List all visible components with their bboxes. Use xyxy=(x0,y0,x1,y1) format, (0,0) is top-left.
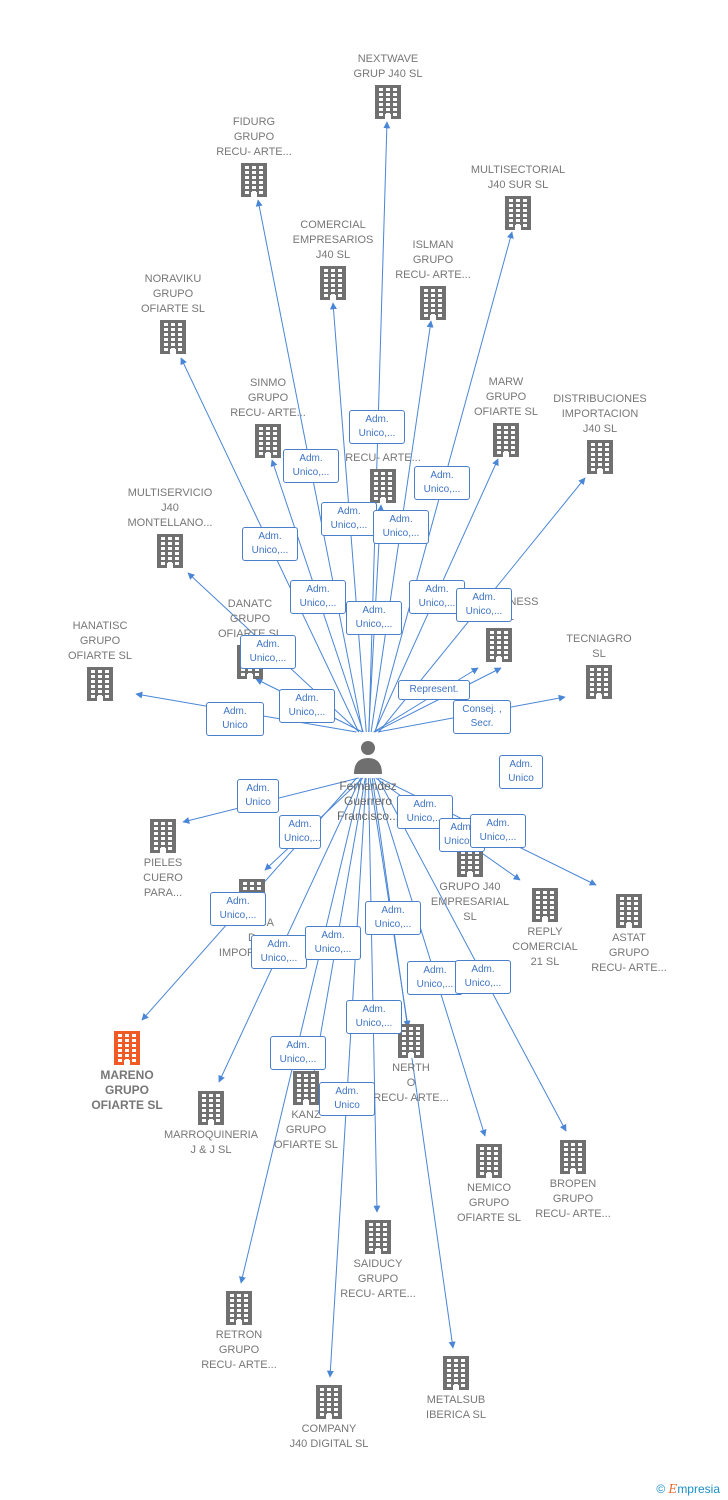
role-label[interactable]: Adm. Unico,... xyxy=(414,466,470,500)
role-label[interactable]: Adm. Unico,... xyxy=(270,1036,326,1070)
role-label[interactable]: Adm. Unico,... xyxy=(346,601,402,635)
company-label-mareno[interactable]: MARENO GRUPO OFIARTE SL xyxy=(91,1068,163,1112)
company-label-sinmo[interactable]: SINMO GRUPO RECU- ARTE... xyxy=(230,377,306,419)
building-icon-marroquineria[interactable] xyxy=(198,1091,224,1125)
role-label[interactable]: Adm. Unico,... xyxy=(346,1000,402,1034)
building-icon-multiservicio[interactable] xyxy=(157,534,183,568)
company-label-noraviku[interactable]: NORAVIKU GRUPO OFIARTE SL xyxy=(141,273,205,315)
role-label[interactable]: Adm. Unico,... xyxy=(365,901,421,935)
company-label-nextwave[interactable]: NEXTWAVE GRUP J40 SL xyxy=(353,53,423,80)
building-icon-nextwave[interactable] xyxy=(375,85,401,119)
company-label-tecniagro[interactable]: TECNIAGRO SL xyxy=(566,633,632,660)
company-label-multiservicio[interactable]: MULTISERVICIO J40 MONTELLANO... xyxy=(127,487,213,529)
building-icon-reply[interactable] xyxy=(532,888,558,922)
company-label-kanz[interactable]: KANZ GRUPO OFIARTE SL xyxy=(274,1109,338,1151)
company-label-multisectorial[interactable]: MULTISECTORIAL J40 SUR SL xyxy=(470,164,566,191)
edge-marroquineria xyxy=(218,777,362,1083)
edge-company xyxy=(326,777,367,1378)
role-label[interactable]: Adm. Unico,... xyxy=(407,961,463,995)
company-label-saiducy[interactable]: SAIDUCY GRUPO RECU- ARTE... xyxy=(340,1258,416,1300)
building-icon-tecniagro[interactable] xyxy=(586,665,612,699)
company-label-nerth[interactable]: NERTH O RECU- ARTE... xyxy=(373,1062,449,1104)
role-label[interactable]: Adm. Unico,... xyxy=(290,580,346,614)
company-label-comercial[interactable]: COMERCIAL EMPRESARIOS J40 SL xyxy=(292,219,374,261)
building-icon-fidurg[interactable] xyxy=(241,163,267,197)
role-label[interactable]: Adm. Unico,... xyxy=(251,935,307,969)
role-label[interactable]: Adm. Unico,... xyxy=(283,449,339,483)
edge-saiducy xyxy=(367,777,381,1213)
company-label-marroquineria[interactable]: MARROQUINERIA J & J SL xyxy=(163,1129,259,1156)
role-label[interactable]: Adm. Unico xyxy=(319,1082,375,1116)
role-label[interactable]: Adm. Unico,... xyxy=(279,815,321,849)
role-label[interactable]: Adm. Unico,... xyxy=(321,502,377,536)
company-label-reply[interactable]: REPLY COMERCIAL 21 SL xyxy=(512,926,578,968)
role-label[interactable]: Adm. Unico,... xyxy=(455,960,511,994)
company-label-bropen[interactable]: BROPEN GRUPO RECU- ARTE... xyxy=(535,1178,611,1220)
company-label-metalsub[interactable]: METALSUB IBERICA SL xyxy=(426,1394,486,1421)
role-label[interactable]: Adm. Unico,... xyxy=(397,795,453,829)
company-label-company[interactable]: COMPANY J40 DIGITAL SL xyxy=(289,1423,369,1450)
company-label-pieles[interactable]: PIELES CUERO PARA... xyxy=(143,857,183,899)
building-icon-hanatisc[interactable] xyxy=(87,667,113,701)
building-icon-company[interactable] xyxy=(316,1385,342,1419)
company-label-grupoj40[interactable]: GRUPO J40 EMPRESARIAL SL xyxy=(430,881,510,923)
edge-nemico xyxy=(373,777,487,1137)
company-label-hanatisc[interactable]: HANATISC GRUPO OFIARTE SL xyxy=(68,620,132,662)
role-label[interactable]: Adm. Unico,... xyxy=(373,510,429,544)
edge-bropen xyxy=(377,777,567,1132)
edge-reply xyxy=(374,667,502,733)
person-icon[interactable] xyxy=(354,741,382,774)
building-icon-comercial[interactable] xyxy=(320,266,346,300)
company-label-danatc[interactable]: DANATC GRUPO OFIARTE SL xyxy=(218,598,282,640)
brand-initial: E xyxy=(668,1482,678,1496)
company-label-distribuciones[interactable]: DISTRIBUCIONES IMPORTACION J40 SL xyxy=(553,393,647,435)
role-label[interactable]: Adm. Unico xyxy=(237,779,279,813)
role-label[interactable]: Adm. Unico,... xyxy=(279,689,335,723)
building-icon-noraviku[interactable] xyxy=(160,320,186,354)
building-icon-mareno[interactable] xyxy=(114,1031,140,1065)
company-label-fidurg[interactable]: FIDURG GRUPO RECU- ARTE... xyxy=(216,116,292,158)
building-icon-marw[interactable] xyxy=(493,423,519,457)
building-icon-kanz[interactable] xyxy=(293,1071,319,1105)
building-icon-recuarte[interactable] xyxy=(370,469,396,503)
building-icon-bropen[interactable] xyxy=(560,1140,586,1174)
company-label-islman[interactable]: ISLMAN GRUPO RECU- ARTE... xyxy=(395,239,471,281)
building-icon-multisectorial[interactable] xyxy=(505,196,531,230)
role-label[interactable]: Represent. xyxy=(398,680,470,700)
building-icon-islman[interactable] xyxy=(420,286,446,320)
building-icon-pieles[interactable] xyxy=(150,819,176,853)
building-icon-sinmo[interactable] xyxy=(255,424,281,458)
building-icon-saiducy[interactable] xyxy=(365,1220,391,1254)
edge-metalsub xyxy=(371,777,456,1349)
role-label[interactable]: Adm. Unico xyxy=(499,755,543,789)
building-icon-distribuciones[interactable] xyxy=(587,440,613,474)
role-label[interactable]: Adm. Unico,... xyxy=(456,588,512,622)
person-name[interactable]: Fernandez Guerrero Francisco... xyxy=(336,779,399,823)
footer-brand[interactable]: © Empresia xyxy=(656,1482,720,1496)
building-icon-astat[interactable] xyxy=(616,894,642,928)
role-label[interactable]: Adm. Unico,... xyxy=(470,814,526,848)
company-label-nemico[interactable]: NEMICO GRUPO OFIARTE SL xyxy=(457,1182,521,1224)
company-label-astat[interactable]: ASTAT GRUPO RECU- ARTE... xyxy=(591,932,667,974)
role-label[interactable]: Adm. Unico,... xyxy=(349,410,405,444)
building-icon-nemico[interactable] xyxy=(476,1144,502,1178)
edge-techbusiness xyxy=(373,667,479,733)
role-label[interactable]: Adm. Unico,... xyxy=(240,635,296,669)
copyright-symbol: © xyxy=(656,1482,666,1496)
brand-name: mpresia xyxy=(677,1482,720,1496)
building-icon-metalsub[interactable] xyxy=(443,1356,469,1390)
company-label-recuarte[interactable]: RECU- ARTE... xyxy=(345,452,421,464)
building-icon-techbusiness[interactable] xyxy=(486,628,512,662)
building-icon-retron[interactable] xyxy=(226,1291,252,1325)
role-label[interactable]: Adm. Unico xyxy=(206,702,264,736)
company-label-retron[interactable]: RETRON GRUPO RECU- ARTE... xyxy=(201,1329,277,1371)
role-label[interactable]: Adm. Unico,... xyxy=(409,580,465,614)
edge-retron xyxy=(239,777,363,1284)
role-label[interactable]: Adm. Unico,... xyxy=(242,527,298,561)
role-label[interactable]: Adm. Unico,... xyxy=(210,892,266,926)
role-label[interactable]: Adm. Unico,... xyxy=(305,926,361,960)
role-label[interactable]: Consej. , Secr. xyxy=(453,700,511,734)
company-label-marw[interactable]: MARW GRUPO OFIARTE SL xyxy=(474,376,538,418)
building-icon-nerth[interactable] xyxy=(398,1024,424,1058)
